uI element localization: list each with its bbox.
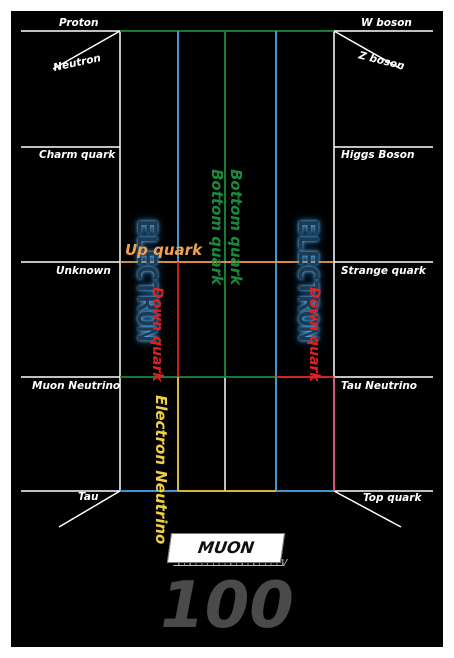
bottom-quark-label-1: Bottom quark — [227, 169, 245, 286]
bottom-quark-label-2: Bottom quark — [208, 169, 226, 286]
label-unknown: Unknown — [56, 265, 111, 277]
mode-label: MUON — [166, 533, 286, 563]
electron-right: ELECTRON — [292, 219, 323, 342]
label-proton: Proton — [59, 17, 99, 29]
game-board: Proton Neutron Charm quark Unknown Muon … — [11, 11, 443, 647]
label-muon-neutrino: Muon Neutrino — [32, 380, 121, 392]
label-higgs-boson: Higgs Boson — [341, 149, 415, 161]
down-quark-left-label: Down quark — [149, 287, 165, 382]
label-tau: Tau — [78, 491, 99, 503]
label-top-quark: Top quark — [363, 492, 422, 504]
down-quark-right-label: Down quark — [306, 287, 322, 382]
label-tau-neutrino: Tau Neutrino — [341, 380, 418, 392]
label-strange-quark: Strange quark — [341, 265, 426, 277]
label-charm-quark: Charm quark — [39, 149, 116, 161]
score: 100 — [160, 569, 294, 643]
label-w-boson: W boson — [361, 17, 412, 29]
up-quark-label: Up quark — [125, 241, 203, 259]
board-grid — [21, 30, 433, 528]
electron-neutrino-label: Electron Neutrino — [152, 395, 170, 545]
electron-left: ELECTRON — [131, 219, 162, 342]
